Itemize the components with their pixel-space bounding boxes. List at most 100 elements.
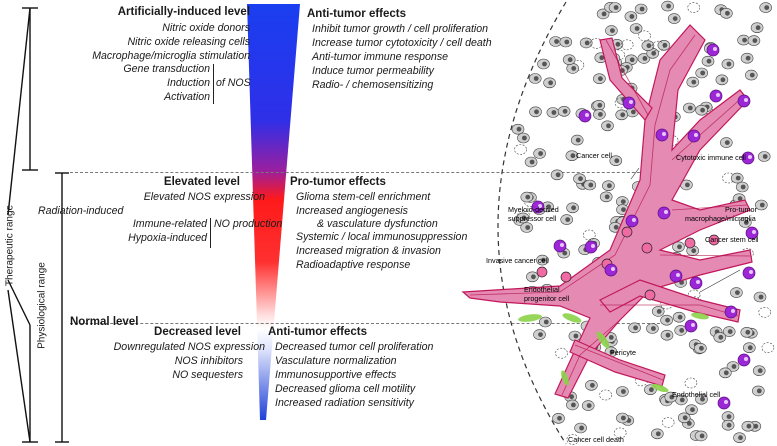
immune-cell-nucleus — [560, 243, 564, 247]
artificial-item: Macrophage/microglia stimulation — [92, 50, 250, 62]
cell-nucleus — [737, 196, 743, 202]
cell-nucleus — [529, 159, 535, 165]
cell-nucleus — [720, 77, 726, 83]
cell-nucleus — [579, 425, 584, 431]
immune-cell — [717, 396, 731, 410]
immune-cell — [737, 94, 751, 108]
cell-nucleus — [607, 183, 612, 189]
immune-cell — [553, 239, 567, 253]
cell-nucleus — [601, 11, 607, 17]
cell-nucleus — [565, 217, 571, 223]
immune-cell-nucleus — [611, 267, 615, 271]
cell-nucleus — [690, 407, 695, 413]
immune-cell — [737, 353, 751, 367]
cell-nucleus — [629, 57, 635, 63]
cell-nucleus — [656, 309, 662, 314]
cell-nucleus — [685, 182, 690, 188]
cell-nucleus — [606, 123, 611, 129]
cell-nucleus — [757, 368, 763, 374]
immune-cell-nucleus — [662, 132, 666, 136]
pro-tumor-effect: Systemic / local immunosuppression — [296, 231, 468, 243]
cell-nucleus — [745, 55, 751, 61]
immune-cell-nucleus — [538, 204, 542, 208]
decreased-item: NOS inhibitors — [174, 355, 243, 367]
cell-nucleus — [541, 257, 546, 263]
label-cytotoxic: Cytotoxic immune cell — [676, 153, 746, 162]
immune-cell — [669, 269, 683, 283]
decreased-item: Downregulated NOS expression — [113, 341, 265, 353]
dead-cell — [684, 377, 698, 389]
label-invasive: Invasive cancer cell — [486, 256, 549, 265]
pro-tumor-effect: Increased angiogenesis — [296, 205, 408, 217]
cell-nucleus — [735, 290, 740, 295]
cell-nucleus — [604, 194, 610, 200]
cell-nucleus — [588, 182, 594, 188]
immune-cell — [655, 128, 669, 142]
cell-nucleus — [651, 50, 657, 56]
immune-cell-nucleus — [696, 280, 700, 284]
immune-cell-nucleus — [749, 270, 753, 274]
cell-nucleus — [562, 108, 568, 114]
dead-cell — [555, 347, 568, 359]
immune-cell — [531, 200, 545, 214]
nos-label: of NOS — [216, 77, 251, 89]
cell-nucleus — [749, 72, 755, 78]
immune-cell — [622, 96, 636, 110]
nos-bracket-line — [213, 64, 214, 104]
immune-cell-nucleus — [752, 230, 756, 234]
dead-cell — [613, 427, 627, 439]
cell-nucleus — [662, 42, 668, 48]
cell-nucleus — [655, 431, 661, 437]
dead-cell — [517, 210, 530, 221]
label-endo-prog: progenitor cell — [524, 294, 570, 303]
label-cancer-stem: Cancer stem cell — [705, 235, 759, 244]
immune-cell — [578, 109, 592, 123]
cell-nucleus — [609, 349, 615, 355]
cell-nucleus — [677, 244, 682, 250]
immune-cell-nucleus — [676, 273, 680, 277]
cell-nucleus — [699, 433, 705, 439]
cell-nucleus — [599, 55, 605, 61]
cell-nucleus — [548, 80, 553, 86]
normal-level-line — [70, 323, 670, 324]
cell-nucleus — [747, 345, 753, 351]
cell-nucleus — [584, 40, 590, 46]
cell-nucleus — [706, 58, 712, 64]
nos-item: Gene transduction — [123, 63, 210, 75]
decreased-level-title: Decreased level — [154, 326, 241, 338]
cell-nucleus — [726, 414, 732, 419]
cell-nucleus — [586, 403, 592, 408]
nos-item: Induction — [167, 77, 210, 89]
cell-nucleus — [677, 314, 683, 320]
dead-cell — [758, 306, 772, 318]
immune-cell — [745, 226, 759, 240]
cell-nucleus — [666, 3, 671, 9]
cell-nucleus — [521, 215, 527, 221]
label-cancer-cell: Cancer cell — [576, 151, 612, 160]
cell-nucleus — [578, 176, 583, 182]
immune-cell-nucleus — [724, 400, 728, 404]
cell-nucleus — [525, 225, 531, 230]
cell-nucleus — [686, 421, 692, 426]
label-macrophage: Pro-tumor — [725, 205, 758, 214]
cell-nucleus — [665, 317, 670, 323]
cell-nucleus — [727, 329, 733, 334]
cell-nucleus — [620, 199, 626, 205]
no-production-item: Immune-related — [132, 218, 207, 230]
no-level-gradient-wedge — [247, 4, 300, 420]
immune-cell — [684, 319, 698, 333]
immune-cell — [724, 305, 738, 319]
no-bracket-line — [210, 218, 211, 248]
decreased-effect: Increased radiation sensitivity — [275, 397, 414, 409]
label-mdsc: Myeloid-derived — [508, 205, 559, 214]
cell-nucleus — [679, 328, 685, 333]
pro-tumor-effect: Radioadaptive response — [296, 259, 411, 271]
cell-nucleus — [571, 205, 576, 211]
cell-nucleus — [700, 70, 706, 76]
cell-nucleus — [700, 396, 705, 402]
elevated-item: Radiation-induced — [38, 205, 124, 217]
cell-nucleus — [531, 274, 536, 280]
dead-cell — [661, 417, 675, 428]
